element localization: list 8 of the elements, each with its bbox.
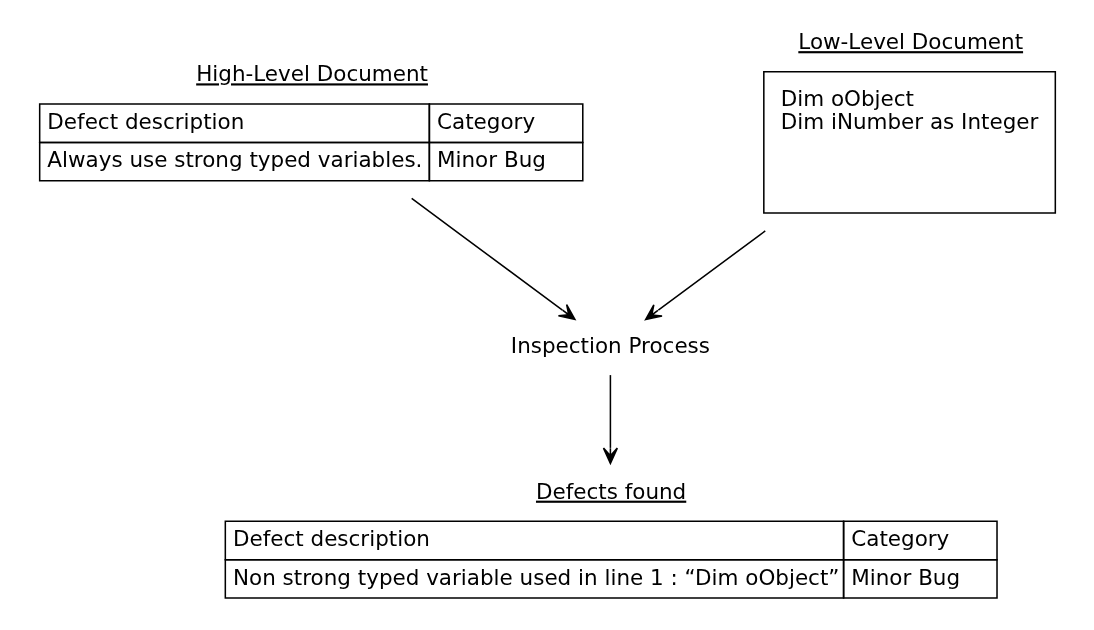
node-text: Inspection Process [510,332,710,358]
arrow [410,197,576,321]
node-label: Defects found [535,478,686,504]
node-label: High-Level Document [195,61,428,87]
node-label: Low-Level Document [797,29,1023,55]
arrow [602,374,618,465]
arrow [644,230,766,321]
node-box: Dim oObject Dim iNumber as Integer [762,71,1056,214]
